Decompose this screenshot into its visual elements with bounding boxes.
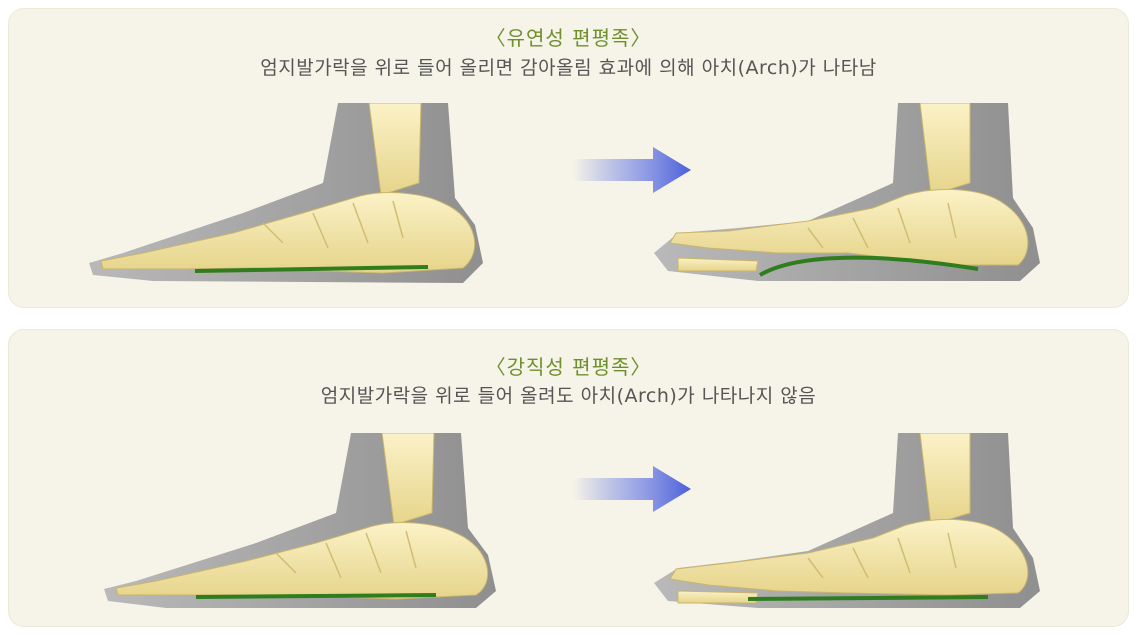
panel-title: 〈유연성 편평족〉 [8, 22, 1129, 51]
foot-flat-before-illustration [83, 103, 503, 298]
panel-description: 엄지발가락을 위로 들어 올리면 감아올림 효과에 의해 아치(Arch)가 나… [8, 53, 1129, 80]
arch-line [196, 595, 436, 597]
flexible-flatfoot-panel: 〈유연성 편평족〉 엄지발가락을 위로 들어 올리면 감아올림 효과에 의해 아… [8, 8, 1129, 308]
panel-description: 엄지발가락을 위로 들어 올려도 아치(Arch)가 나타나지 않음 [8, 381, 1129, 408]
foot-arch-after-illustration [648, 103, 1058, 288]
foot-flat-before-illustration [96, 433, 516, 623]
arch-line [748, 597, 988, 599]
panel-title: 〈강직성 편평족〉 [8, 351, 1129, 380]
rigid-flatfoot-panel: 〈강직성 편평족〉 엄지발가락을 위로 들어 올려도 아치(Arch)가 나타나… [8, 329, 1129, 627]
foot-no-arch-after-illustration [648, 433, 1058, 618]
